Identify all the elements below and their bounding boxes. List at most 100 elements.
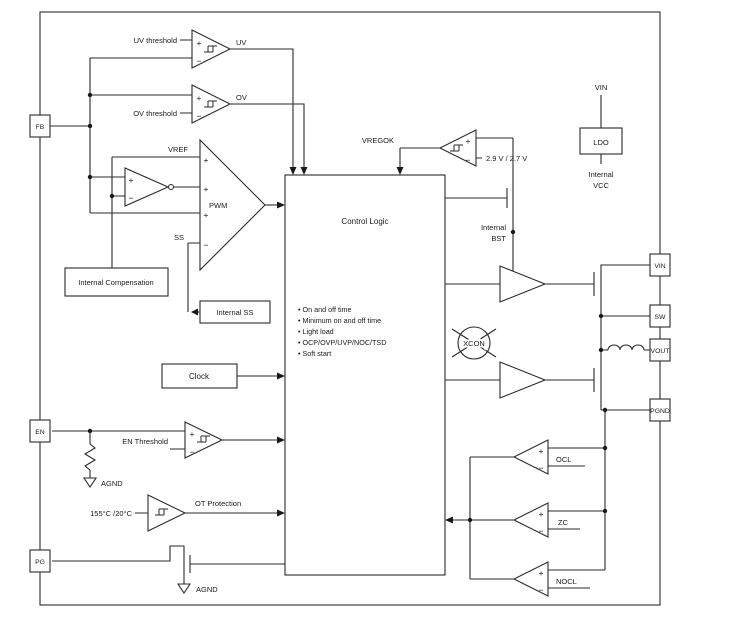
internal-ss-block (199, 300, 271, 324)
xcon-circle (457, 326, 491, 360)
internal-bst-label-1: Internal (481, 223, 506, 232)
fb-pin-label: FB (36, 124, 45, 131)
plus-sign: + (204, 210, 209, 220)
labels: UV threshold UV OV threshold OV VREF PWM… (78, 36, 614, 594)
ov-comparator (191, 84, 232, 124)
agnd-symbol-pg (176, 583, 192, 594)
xcon-cross-wires (451, 328, 497, 358)
control-logic-feature: • OCP/OVP/UVP/NOC/TSD (298, 338, 386, 347)
pgnd-pin (649, 398, 671, 422)
sw-pin-label: SW (655, 314, 667, 321)
ot-arrow (277, 509, 285, 517)
vregok-levels-label: 2.9 V / 2.7 V (486, 154, 527, 163)
agnd-en-label: AGND (101, 479, 123, 488)
ov-out-label: OV (236, 93, 247, 102)
minus-sign: − (204, 240, 209, 250)
agnd-pg-label: AGND (196, 585, 218, 594)
uv-comparator (191, 29, 232, 69)
internal-vcc-label-2: VCC (593, 181, 609, 190)
plus-sign: + (539, 446, 544, 456)
uv-out-label: UV (236, 38, 246, 47)
clock-block (161, 363, 238, 389)
internal-compensation-block (64, 267, 169, 297)
vout-pin (649, 338, 671, 362)
uv-threshold-label: UV threshold (134, 36, 177, 45)
vregok-label: VREGOK (362, 136, 394, 145)
pwm-arrow (277, 201, 285, 209)
minus-sign: − (539, 526, 544, 536)
control-logic-feature: • On and off time (298, 305, 352, 314)
pg-pin-label: PG (35, 559, 45, 566)
sw-pin (649, 304, 671, 328)
plus-sign: + (190, 429, 195, 439)
error-amp-output-node (167, 183, 175, 191)
en-pulldown-resistor (83, 443, 97, 471)
internal-bst-label-2: BST (491, 234, 506, 243)
arrowheads (191, 167, 453, 524)
ldo-block (579, 127, 623, 155)
control-logic-label: Control Logic (341, 217, 388, 226)
pg-pin (29, 549, 51, 573)
pwm-comparator (199, 138, 266, 272)
nocl-comparator (512, 561, 549, 597)
en-pin-label: EN (35, 429, 45, 436)
plus-sign: + (204, 184, 209, 194)
agnd-symbol-en (82, 477, 98, 488)
plus-sign: + (466, 136, 471, 146)
vin-pin-label: VIN (654, 263, 665, 270)
highside-gate-driver (499, 265, 547, 303)
minus-sign: − (539, 463, 544, 473)
lowside-gate-driver (499, 361, 547, 399)
control-logic-feature: • Soft start (298, 349, 331, 358)
comparator-signs: + − + − + − + + + − + − + − + − + − + − (129, 38, 544, 595)
en-arrow (277, 436, 285, 444)
minus-sign: − (197, 56, 202, 66)
internal-ss-label: Internal SS (216, 308, 253, 317)
junction-dots (87, 92, 608, 523)
nocl-label: NOCL (556, 577, 577, 586)
plus-sign: + (539, 568, 544, 578)
current-sense-arrow (445, 516, 453, 524)
zc-label: ZC (558, 518, 569, 527)
ot-protection-label: OT Protection (195, 499, 241, 508)
pgnd-pin-label: PGND (650, 408, 670, 415)
plus-sign: + (197, 93, 202, 103)
vout-pin-label: VOUT (651, 348, 670, 355)
pwm-label: PWM (209, 201, 227, 210)
ocl-comparator (512, 439, 549, 475)
internal-compensation-label: Internal Compensation (78, 278, 153, 287)
clock-label: Clock (189, 372, 210, 381)
zc-comparator (512, 502, 549, 538)
xcon-label: XCON (463, 339, 485, 348)
plus-sign: + (204, 155, 209, 165)
plus-sign: + (197, 38, 202, 48)
internal-ss-arrow (191, 308, 198, 316)
ocl-label: OCL (556, 455, 571, 464)
control-logic-block (284, 174, 446, 576)
en-threshold-label: EN Threshold (122, 437, 168, 446)
pins: FB EN PG VIN SW VOUT PGND (29, 114, 671, 573)
minus-sign: − (197, 111, 202, 121)
minus-sign: − (539, 585, 544, 595)
control-logic-feature: • Minimum on and off time (298, 316, 381, 325)
minus-sign: − (129, 193, 134, 203)
ldo-label: LDO (593, 138, 609, 147)
vin-top-label: VIN (595, 83, 608, 92)
plus-sign: + (539, 509, 544, 519)
error-amplifier (124, 167, 170, 207)
fb-pin (29, 114, 51, 138)
vref-label: VREF (168, 145, 188, 154)
uv-arrow (289, 167, 297, 175)
control-logic-feature: • Light load (298, 327, 334, 336)
vin-pin (649, 253, 671, 277)
plus-sign: + (129, 175, 134, 185)
ss-label: SS (174, 233, 184, 242)
en-pin (29, 419, 51, 443)
en-comparator (184, 421, 224, 459)
ot-comparator (147, 494, 187, 532)
minus-sign: − (466, 155, 471, 165)
ot-temp-label: 155°C /20°C (90, 509, 132, 518)
wires (50, 39, 650, 589)
